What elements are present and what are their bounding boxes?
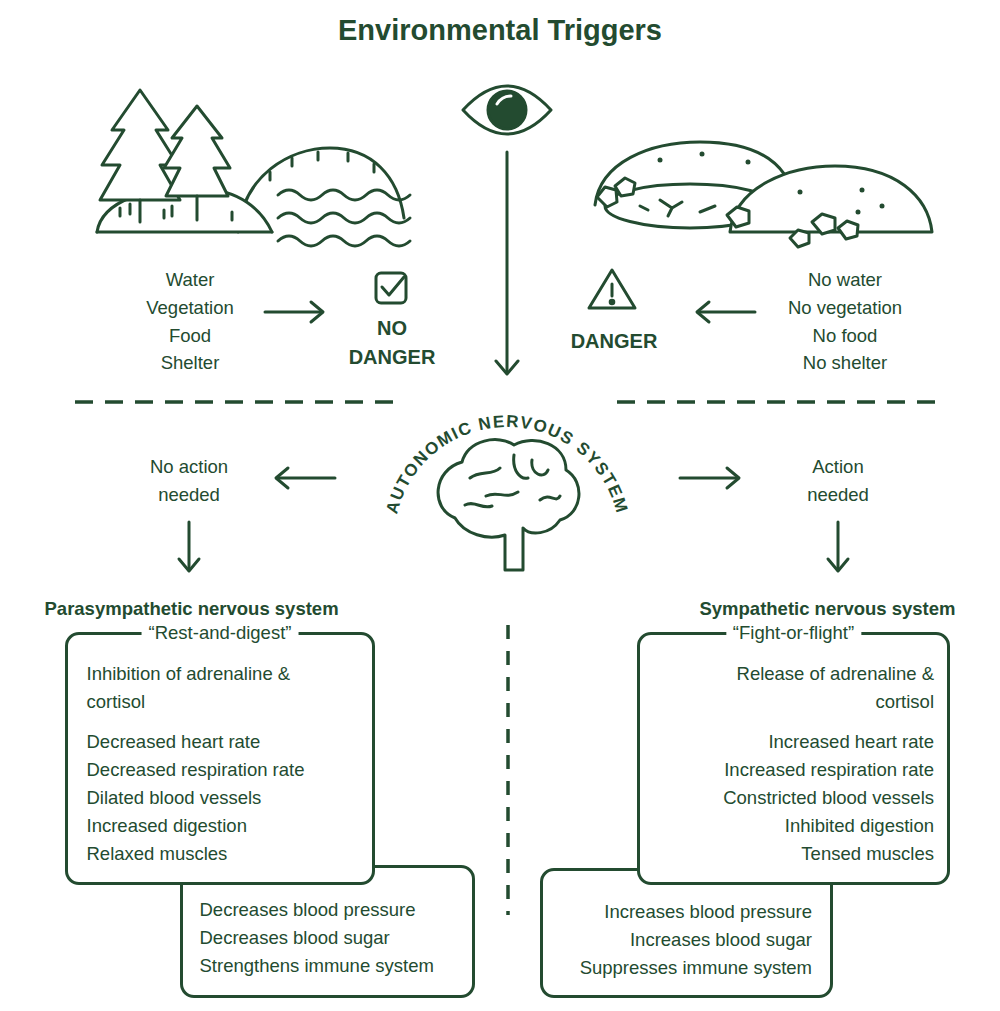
info-box: Increases blood pressureIncreases blood … xyxy=(540,868,833,998)
text-label: No vegetation xyxy=(755,294,935,322)
flow-arrow xyxy=(276,468,335,488)
list-item: Increases blood pressure xyxy=(551,898,812,926)
text-label: No action needed xyxy=(134,453,244,509)
list-item: Dilated blood vessels xyxy=(87,784,365,812)
list-item: Tensed muscles xyxy=(648,840,934,868)
list-item: Decreased respiration rate xyxy=(87,756,365,784)
flow-arrow xyxy=(265,302,323,322)
text-label: Water xyxy=(110,266,270,294)
list-item: Inhibited digestion xyxy=(648,812,934,840)
info-box: Sympathetic nervous system“Fight-or-flig… xyxy=(637,632,950,885)
list-item: Release of adrenaline & cortisol xyxy=(694,660,934,716)
dashed-divider xyxy=(506,625,510,915)
box-subtitle: “Fight-or-flight” xyxy=(726,619,861,647)
list-item: Strengthens immune system xyxy=(200,952,465,980)
list-item: Increased respiration rate xyxy=(648,756,934,784)
list-item: Decreases blood pressure xyxy=(200,896,465,924)
list-item: Decreases blood sugar xyxy=(200,924,465,952)
flow-arrow xyxy=(179,522,199,571)
eye-icon xyxy=(463,86,551,134)
list-item: Relaxed muscles xyxy=(87,840,365,868)
list-item: Increases blood sugar xyxy=(551,926,812,954)
curved-label: AUTONOMIC NERVOUS SYSTEM xyxy=(382,412,632,516)
text-label: Vegetation xyxy=(110,294,270,322)
text-label: Action needed xyxy=(793,453,883,509)
text-label: Food xyxy=(110,322,270,350)
text-label: No shelter xyxy=(755,349,935,377)
list-item: Inhibition of adrenaline & cortisol xyxy=(87,660,327,716)
curved-label-text: AUTONOMIC NERVOUS SYSTEM xyxy=(382,412,632,516)
info-box: Parasympathetic nervous system“Rest-and-… xyxy=(65,632,375,885)
flow-arrow xyxy=(496,152,518,374)
barren-landscape xyxy=(595,142,932,247)
box-subtitle: “Rest-and-digest” xyxy=(142,619,299,647)
list-item: Increased digestion xyxy=(87,812,365,840)
list-item: Increased heart rate xyxy=(648,728,934,756)
dashed-divider xyxy=(75,400,940,404)
text-label: No water xyxy=(755,266,935,294)
diagram-title: Environmental Triggers xyxy=(0,12,1000,48)
flow-arrow xyxy=(828,522,848,571)
text-label: Shelter xyxy=(110,349,270,377)
status-label: DANGER xyxy=(554,327,674,356)
list-item: Constricted blood vessels xyxy=(648,784,934,812)
text-label: No food xyxy=(755,322,935,350)
list-item: Suppresses immune system xyxy=(551,954,812,982)
check-icon xyxy=(376,273,406,303)
rock-dots xyxy=(658,152,885,215)
flow-arrow xyxy=(697,302,755,322)
lush-landscape xyxy=(97,90,410,246)
status-label: NO DANGER xyxy=(342,314,442,372)
warning-icon xyxy=(589,270,635,308)
flow-arrow xyxy=(680,468,739,488)
list-item: Decreased heart rate xyxy=(87,728,365,756)
brain-icon xyxy=(438,440,579,570)
